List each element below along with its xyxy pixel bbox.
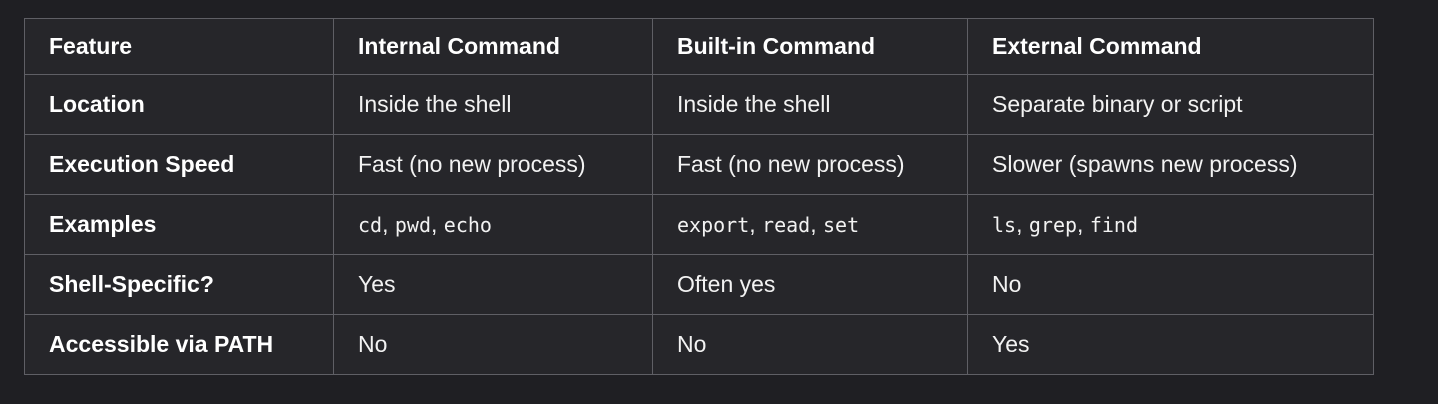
table-cell: Fast (no new process) bbox=[652, 134, 968, 195]
table-cell: cd, pwd, echo bbox=[333, 194, 653, 255]
row-feature-cell: Location bbox=[24, 74, 334, 135]
table-cell: No bbox=[652, 314, 968, 375]
column-header: Built-in Command bbox=[652, 18, 968, 75]
table-cell: export, read, set bbox=[652, 194, 968, 255]
row-feature-cell: Shell-Specific? bbox=[24, 254, 334, 315]
command-code-span: echo bbox=[443, 212, 492, 237]
table-cell: No bbox=[967, 254, 1374, 315]
table-cell: Inside the shell bbox=[333, 74, 653, 135]
table-cell: Yes bbox=[967, 314, 1374, 375]
row-feature-cell: Examples bbox=[24, 194, 334, 255]
table-cell: Slower (spawns new process) bbox=[967, 134, 1374, 195]
table-cell: ls, grep, find bbox=[967, 194, 1374, 255]
command-code-span: ls bbox=[992, 212, 1017, 237]
command-code-span: pwd bbox=[394, 212, 431, 237]
row-feature-cell: Execution Speed bbox=[24, 134, 334, 195]
command-code-span: grep bbox=[1028, 212, 1078, 237]
command-code-span: read bbox=[762, 212, 811, 237]
row-feature-cell: Accessible via PATH bbox=[24, 314, 334, 375]
column-header: External Command bbox=[967, 18, 1374, 75]
code-separator: , bbox=[1077, 210, 1090, 237]
table-cell: Separate binary or script bbox=[967, 74, 1374, 135]
table-cell: Inside the shell bbox=[652, 74, 968, 135]
table-cell: Yes bbox=[333, 254, 653, 315]
code-separator: , bbox=[1016, 210, 1029, 237]
table-cell: No bbox=[333, 314, 653, 375]
code-separator: , bbox=[431, 210, 444, 237]
command-code-span: cd bbox=[358, 212, 383, 237]
code-separator: , bbox=[749, 210, 763, 237]
command-code-span: export bbox=[677, 212, 750, 237]
column-header-feature: Feature bbox=[24, 18, 334, 75]
command-code-span: find bbox=[1089, 212, 1138, 237]
column-header: Internal Command bbox=[333, 18, 653, 75]
code-separator: , bbox=[810, 210, 823, 237]
table-cell: Fast (no new process) bbox=[333, 134, 653, 195]
table-cell: Often yes bbox=[652, 254, 968, 315]
code-separator: , bbox=[382, 210, 395, 237]
command-code-span: set bbox=[822, 212, 860, 237]
